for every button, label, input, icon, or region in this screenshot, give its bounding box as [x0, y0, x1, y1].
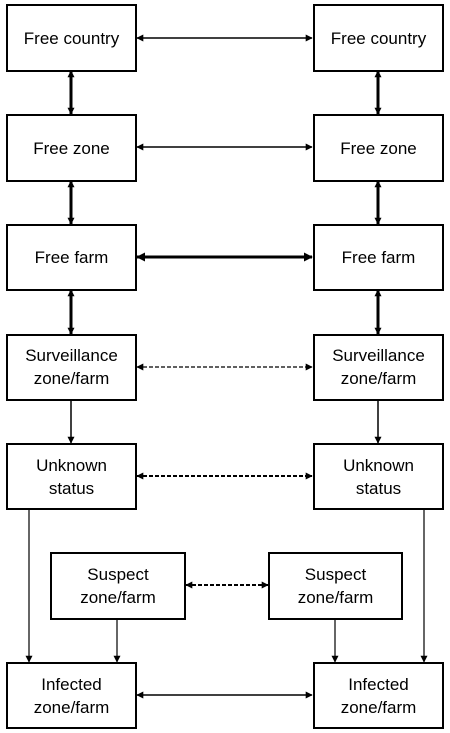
box-label-line2: zone/farm — [34, 698, 110, 717]
box-label-line1: Suspect — [305, 565, 367, 584]
box-label: Free farm — [35, 248, 109, 267]
box-label: Free country — [331, 29, 427, 48]
box-label-line2: zone/farm — [341, 369, 417, 388]
box-label-line2: zone/farm — [80, 588, 156, 607]
box-label-line1: Infected — [41, 675, 102, 694]
box-label-line1: Suspect — [87, 565, 149, 584]
box-right-surveillance: Surveillance zone/farm — [313, 334, 444, 401]
box-label-line2: zone/farm — [341, 698, 417, 717]
box-left-free-country: Free country — [6, 4, 137, 72]
box-label: Free zone — [340, 139, 417, 158]
box-right-free-country: Free country — [313, 4, 444, 72]
box-left-free-farm: Free farm — [6, 224, 137, 291]
box-right-unknown: Unknown status — [313, 443, 444, 510]
box-label-line1: Surveillance — [25, 346, 118, 365]
box-label-line2: zone/farm — [34, 369, 110, 388]
box-left-unknown: Unknown status — [6, 443, 137, 510]
box-label-line1: Unknown — [343, 456, 414, 475]
box-label: Free farm — [342, 248, 416, 267]
box-left-free-zone: Free zone — [6, 114, 137, 182]
box-label-line2: status — [49, 479, 94, 498]
box-label-line2: zone/farm — [298, 588, 374, 607]
box-left-suspect: Suspect zone/farm — [50, 552, 186, 620]
connectors — [25, 34, 428, 699]
box-right-infected: Infected zone/farm — [313, 662, 444, 729]
box-label: Free country — [24, 29, 120, 48]
box-label: Free zone — [33, 139, 110, 158]
box-label-line1: Infected — [348, 675, 409, 694]
box-right-free-farm: Free farm — [313, 224, 444, 291]
box-left-surveillance: Surveillance zone/farm — [6, 334, 137, 401]
box-label-line1: Surveillance — [332, 346, 425, 365]
box-label-line2: status — [356, 479, 401, 498]
box-label-line1: Unknown — [36, 456, 107, 475]
box-right-free-zone: Free zone — [313, 114, 444, 182]
box-left-infected: Infected zone/farm — [6, 662, 137, 729]
box-right-suspect: Suspect zone/farm — [268, 552, 403, 620]
